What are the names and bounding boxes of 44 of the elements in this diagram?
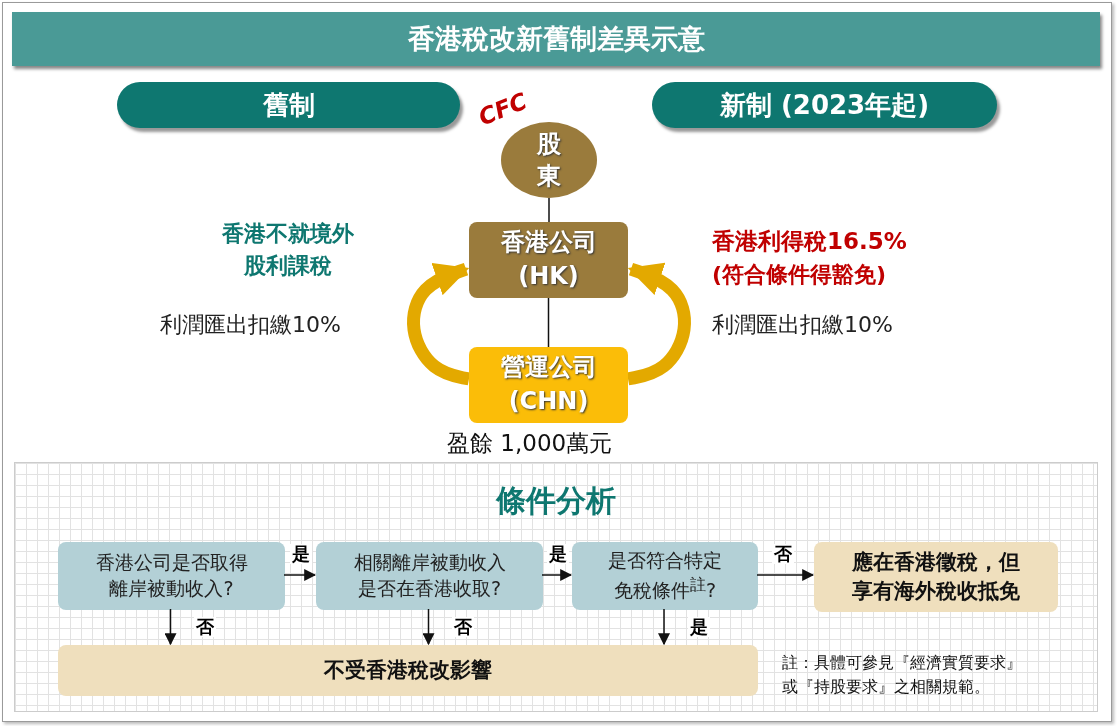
node-label: 相關離岸被動收入是否在香港收取? [352, 550, 507, 601]
node-label: 營運公司 (CHN) [499, 352, 598, 417]
arrow [756, 569, 815, 581]
edge-label: 是 [290, 544, 312, 564]
operating-company-box [469, 347, 628, 423]
edge-label: 否 [194, 617, 216, 637]
note-label: 香港不就境外股利課稅 [221, 220, 355, 280]
new-system-banner [652, 82, 997, 128]
withholding-label: 利潤匯出扣繳10% [160, 311, 341, 339]
cfc-label: CFC [474, 87, 531, 131]
edge-label: 否 [772, 544, 794, 564]
node-label: 應在香港徵稅，但享有海外稅收抵免 [851, 548, 1021, 605]
decision-box [58, 542, 285, 610]
node-label: 不受香港稅改影響 [323, 656, 493, 684]
result-box [814, 542, 1058, 612]
edge-label: 是 [547, 544, 569, 564]
decision-box [572, 542, 758, 610]
node-label: 是否符合特定免稅條件$^{註}$? [607, 548, 723, 604]
tax-exemption-label: (符合條件得豁免) [712, 261, 887, 289]
node-label: 香港公司 (HK) [499, 227, 598, 292]
panel-heading: 條件分析 [494, 482, 617, 520]
arrow [164, 608, 177, 646]
earnings-label: 盈餘 1,000萬元 [447, 429, 613, 458]
edge-label: 是 [688, 617, 710, 637]
withholding-label: 利潤匯出扣繳10% [712, 311, 893, 339]
node-label: 舊制 [262, 88, 315, 122]
connector-line [547, 297, 550, 348]
tax-rate-label: 香港利得稅16.5% [712, 227, 907, 256]
arrow [541, 569, 573, 581]
edge-label: 否 [452, 617, 474, 637]
node-label: 新制 (2023年起) [719, 88, 930, 122]
connector-line [548, 197, 550, 223]
title-banner: 香港稅改新舊制差異示意 [12, 12, 1100, 66]
decision-box [316, 542, 543, 610]
node-label: 股東 [535, 129, 562, 192]
hk-company-box [469, 222, 628, 298]
old-system-banner [117, 82, 460, 128]
arrow [658, 608, 670, 646]
result-box [58, 645, 758, 696]
arrow [283, 569, 317, 581]
analysis-panel [14, 462, 1098, 712]
arrow [422, 608, 435, 646]
node-label: 香港公司是否取得離岸被動收入? [94, 550, 249, 601]
footnote-text: 註：具體可參見『經濟實質要求』或『持股要求』之相關規範。 [782, 652, 1023, 698]
